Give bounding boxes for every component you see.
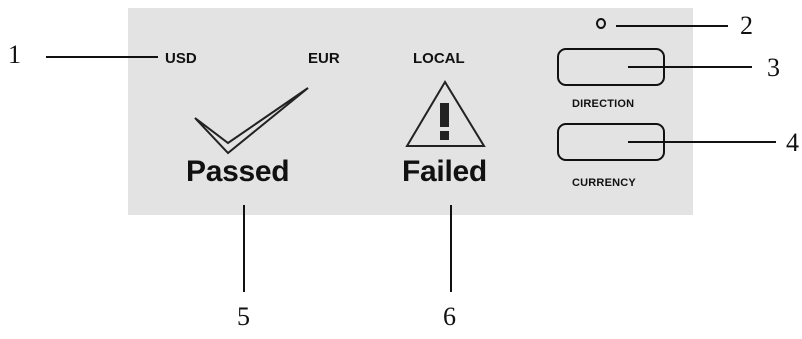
callout-number-3: 3 — [767, 53, 780, 82]
direction-label: DIRECTION — [572, 98, 635, 110]
led-indicator-icon — [596, 18, 606, 29]
display-panel — [128, 8, 693, 215]
eur-label: EUR — [308, 50, 340, 67]
usd-label: USD — [165, 50, 197, 67]
callout-number-4: 4 — [786, 128, 799, 157]
callout-number-6: 6 — [443, 302, 456, 331]
failed-label: Failed — [402, 155, 487, 188]
callout-number-5: 5 — [237, 302, 250, 331]
currency-label: CURRENCY — [572, 177, 636, 189]
local-label: LOCAL — [413, 50, 465, 67]
passed-label: Passed — [186, 155, 290, 188]
checkmark-icon — [194, 87, 309, 155]
warning-triangle-icon — [405, 80, 486, 147]
callout-number-2: 2 — [740, 11, 753, 40]
callout-number-1: 1 — [8, 40, 21, 69]
